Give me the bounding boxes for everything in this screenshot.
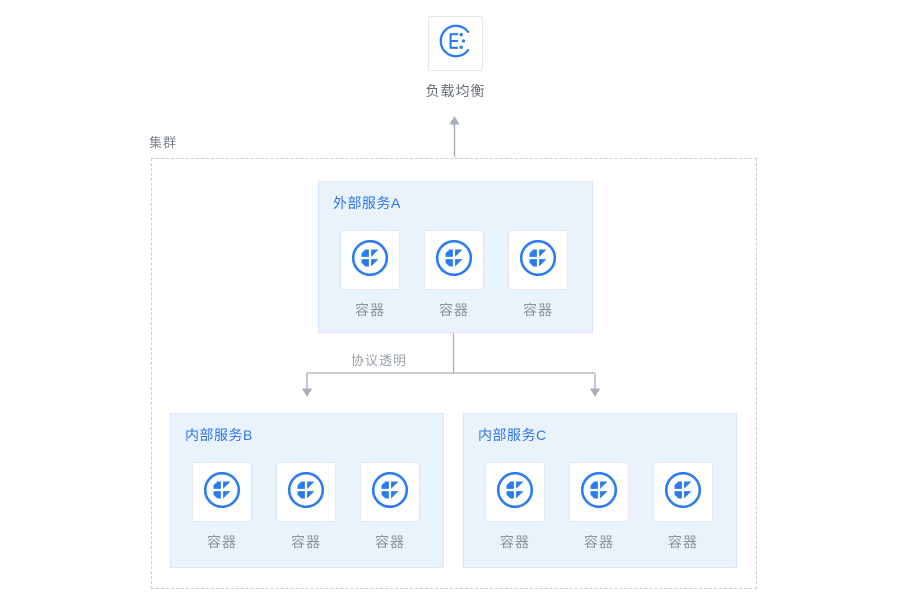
container-icon	[434, 238, 474, 283]
container-label: 容器	[439, 302, 469, 318]
container-label: 容器	[584, 534, 614, 550]
container-node: 容器	[276, 462, 336, 552]
container-icon	[350, 238, 390, 283]
container-row: 容器 容器	[485, 462, 736, 552]
container-node: 容器	[485, 462, 545, 552]
container-card	[508, 230, 568, 290]
container-card	[340, 230, 400, 290]
protocol-transparent-label: 协议透明	[351, 353, 408, 368]
arrow-down-icon	[590, 388, 600, 397]
container-icon	[370, 470, 410, 515]
container-node: 容器	[653, 462, 713, 552]
container-node: 容器	[508, 230, 568, 320]
container-label: 容器	[668, 534, 698, 550]
cluster-boundary	[151, 158, 757, 589]
service-panel-external-a: 外部服务A 容器	[318, 181, 593, 333]
container-node: 容器	[569, 462, 629, 552]
container-label: 容器	[207, 534, 237, 550]
container-icon	[202, 470, 242, 515]
container-label: 容器	[355, 302, 385, 318]
service-title: 外部服务A	[333, 195, 401, 211]
container-icon	[579, 470, 619, 515]
container-card	[653, 462, 713, 522]
service-title: 内部服务B	[185, 427, 253, 443]
container-node: 容器	[340, 230, 400, 320]
container-row: 容器 容器	[340, 230, 592, 320]
container-card	[360, 462, 420, 522]
service-panel-internal-b: 内部服务B 容器	[170, 413, 444, 568]
load-balancer-icon	[435, 20, 477, 67]
container-label: 容器	[523, 302, 553, 318]
service-panel-internal-c: 内部服务C 容器	[463, 413, 737, 568]
arrow-up-icon	[447, 114, 462, 165]
load-balancer-node	[428, 16, 483, 71]
container-card	[276, 462, 336, 522]
container-icon	[286, 470, 326, 515]
container-node: 容器	[192, 462, 252, 552]
service-title: 内部服务C	[478, 427, 547, 443]
cluster-label: 集群	[149, 135, 178, 150]
container-card	[424, 230, 484, 290]
arrow-down-icon	[302, 388, 312, 397]
container-card	[192, 462, 252, 522]
container-label: 容器	[500, 534, 530, 550]
container-card	[485, 462, 545, 522]
container-label: 容器	[291, 534, 321, 550]
container-node: 容器	[360, 462, 420, 552]
container-card	[569, 462, 629, 522]
container-label: 容器	[375, 534, 405, 550]
container-icon	[495, 470, 535, 515]
container-node: 容器	[424, 230, 484, 320]
branch-connector	[300, 331, 602, 406]
container-icon	[663, 470, 703, 515]
container-icon	[518, 238, 558, 283]
container-row: 容器 容器	[192, 462, 443, 552]
load-balancer-label: 负载均衡	[425, 83, 486, 99]
